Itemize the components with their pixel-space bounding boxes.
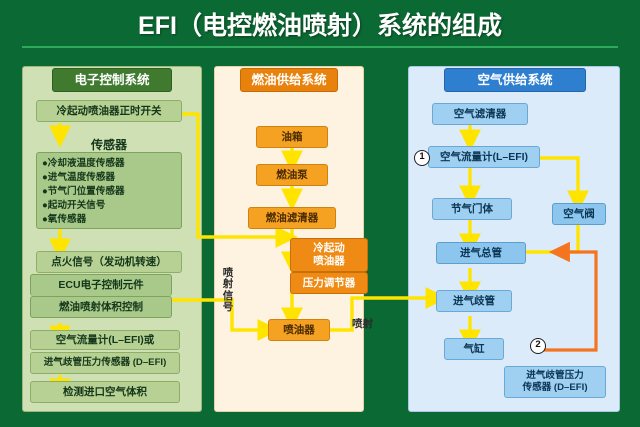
page-title: EFI（电控燃油喷射）系统的组成	[138, 12, 502, 40]
panel-ecu-header: 电子控制系统	[52, 68, 172, 92]
label-injection-signal: 喷射信号	[222, 267, 234, 313]
ecu-fuel-volume-control: 燃油喷射体积控制	[30, 296, 172, 318]
panel-fuel-header: 燃油供给系统	[240, 68, 338, 92]
air-valve: 空气阀	[552, 203, 606, 225]
badge-1: 1	[414, 150, 430, 166]
air-intake-main: 进气总管	[436, 242, 526, 264]
ecu-detect-air-volume: 检测进口空气体积	[30, 381, 180, 403]
fuel-pump: 燃油泵	[256, 164, 328, 186]
fuel-tank: 油箱	[256, 126, 328, 148]
ecu-unit: ECU电子控制元件	[30, 274, 172, 296]
air-cleaner: 空气滤清器	[432, 103, 528, 125]
fuel-filter: 燃油滤清器	[248, 207, 336, 229]
air-throttle-body: 节气门体	[432, 198, 512, 220]
ecu-map-sensor: 进气歧管压力传感器 (D–EFI)	[30, 352, 180, 374]
badge-2: 2	[530, 338, 546, 354]
air-map-sensor: 进气歧管压力 传感器 (D–EFI)	[504, 366, 606, 398]
panel-air-header: 空气供给系统	[444, 68, 586, 92]
label-injection: 喷射	[352, 318, 373, 330]
air-cylinder: 气缸	[444, 338, 504, 360]
fuel-injector: 喷油器	[268, 319, 330, 341]
ecu-sensor-list: ●冷却液温度传感器 ●进气温度传感器 ●节气门位置传感器 ●起动开关信号 ●氧传…	[36, 152, 182, 229]
fuel-cold-start-injector: 冷起动 喷油器	[290, 238, 368, 272]
air-flow-meter: 空气流量计(L–EFI)	[428, 146, 540, 168]
ecu-sensors-title: 传感器	[90, 138, 127, 152]
fuel-pressure-regulator: 压力调节器	[290, 272, 368, 294]
title-divider	[22, 46, 618, 48]
ecu-cold-start-switch: 冷起动喷油器正时开关	[36, 100, 182, 122]
air-intake-manifold: 进气歧管	[436, 290, 512, 312]
ecu-airflow-meter: 空气流量计(L–EFI)或	[30, 330, 180, 350]
ecu-ignition-signal: 点火信号（发动机转速）	[36, 251, 182, 273]
